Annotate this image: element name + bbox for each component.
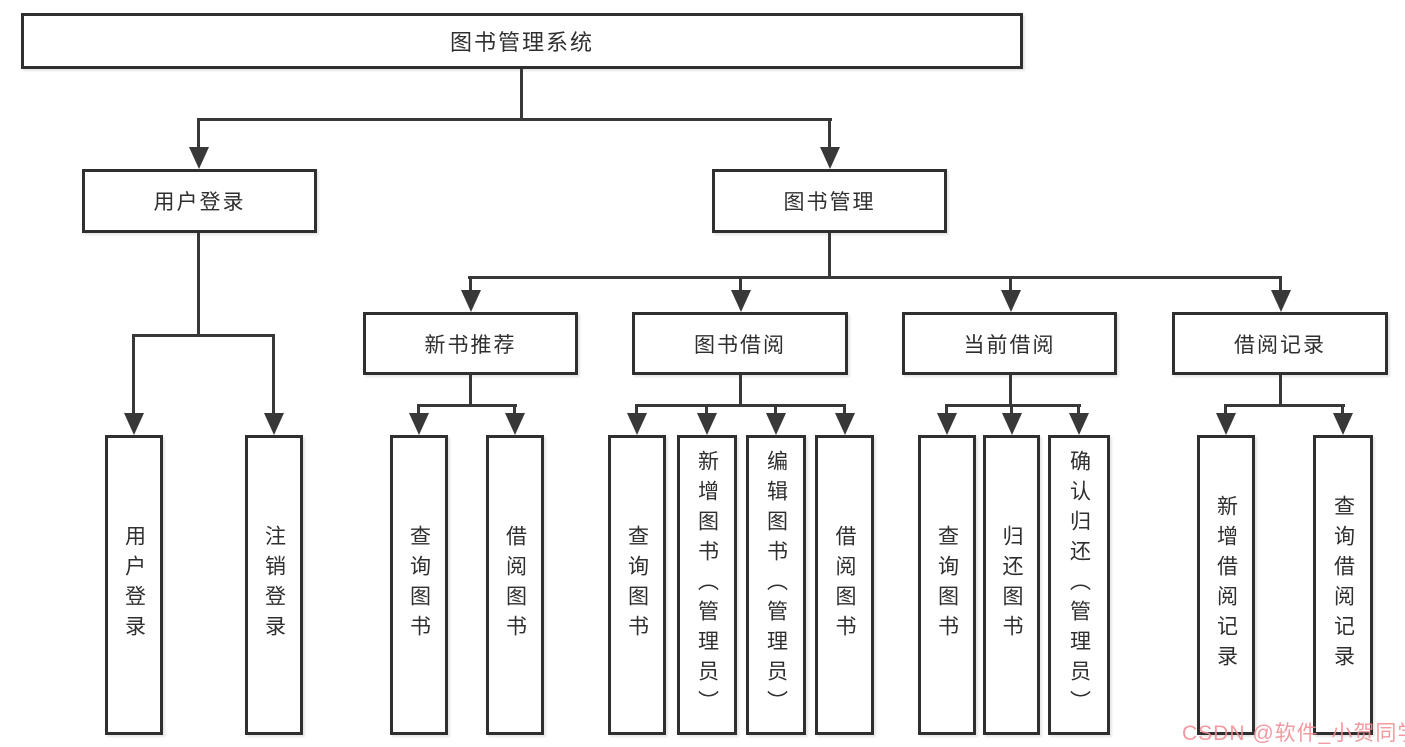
leaf-bb-add-books: 新增图书（管理员） [677, 435, 737, 735]
connector-drop-cb-return [1010, 405, 1013, 417]
node-new-book-recommend-label: 新书推荐 [424, 333, 517, 357]
connector-drop-new-book-recommend [469, 277, 472, 293]
leaf-br-query-record: 查询借阅记录 [1313, 435, 1373, 735]
connector-drop-book-borrowing [739, 277, 742, 293]
node-user-login: 用户登录 [82, 169, 317, 233]
leaf-bb-query-books-label: 查询图书 [625, 525, 649, 645]
connector-level3-branch [468, 276, 1282, 279]
arrowhead-br-query [1333, 413, 1353, 435]
arrowhead-user-login [189, 147, 209, 169]
node-book-management: 图书管理 [712, 169, 947, 233]
connector-drop-bb-add [705, 405, 708, 417]
leaf-cb-query-books: 查询图书 [918, 435, 976, 735]
connector-drop-bb-query [635, 405, 638, 417]
node-borrowing-records-label: 借阅记录 [1234, 333, 1326, 357]
leaf-bb-borrow-books-label: 借阅图书 [833, 525, 856, 645]
connector-nbr-stem [469, 375, 472, 406]
leaf-cb-query-books-label: 查询图书 [935, 525, 959, 645]
leaf-nbr-borrow-books: 借阅图书 [486, 435, 544, 735]
connector-cb-branch [945, 404, 1081, 407]
connector-drop-cb-confirm [1077, 405, 1080, 417]
leaf-nbr-query-books: 查询图书 [390, 435, 448, 735]
leaf-bb-edit-books: 编辑图书（管理员） [746, 435, 806, 735]
connector-drop-cb-query [945, 405, 948, 417]
connector-user-login-branch [132, 334, 275, 337]
node-current-borrowing: 当前借阅 [902, 312, 1117, 375]
connector-cb-stem [1009, 375, 1012, 406]
connector-user-login-stem [197, 233, 200, 336]
connector-drop-br-add [1224, 405, 1227, 417]
connector-nbr-branch [417, 404, 517, 407]
leaf-br-add-record: 新增借阅记录 [1197, 435, 1255, 735]
leaf-nbr-borrow-books-label: 借阅图书 [503, 525, 527, 645]
arrowhead-new-book-recommend [461, 290, 481, 312]
arrowhead-nbr-borrow [505, 413, 525, 435]
connector-level2-branch [197, 118, 832, 121]
arrowhead-leaf-user-login [124, 413, 144, 435]
connector-drop-book-management [828, 119, 831, 150]
connector-drop-br-query [1341, 405, 1344, 417]
leaf-nbr-query-books-label: 查询图书 [407, 525, 431, 645]
connector-root-stem [520, 69, 523, 119]
arrowhead-current-borrowing [1001, 290, 1021, 312]
arrowhead-bb-query [627, 413, 647, 435]
arrowhead-borrowing-records [1271, 290, 1291, 312]
node-root: 图书管理系统 [21, 13, 1023, 69]
arrowhead-cb-confirm [1069, 413, 1089, 435]
arrowhead-book-management [820, 147, 840, 169]
connector-bb-stem [739, 375, 742, 406]
arrowhead-book-borrowing [731, 290, 751, 312]
connector-bb-branch [635, 404, 846, 407]
arrowhead-bb-borrow [835, 413, 855, 435]
leaf-cb-return-books: 归还图书 [983, 435, 1040, 735]
leaf-bb-add-books-label: 新增图书（管理员） [695, 450, 719, 720]
connector-drop-nbr-borrow [513, 405, 516, 417]
arrowhead-cb-query [937, 413, 957, 435]
connector-drop-user-login [197, 119, 200, 150]
node-book-borrowing-label: 图书借阅 [694, 333, 786, 357]
leaf-br-query-record-label: 查询借阅记录 [1331, 495, 1355, 675]
leaf-user-login-label: 用户登录 [122, 525, 146, 645]
connector-drop-bb-edit [774, 405, 777, 417]
leaf-logout: 注销登录 [245, 435, 303, 735]
arrowhead-leaf-logout [264, 413, 284, 435]
leaf-logout-label: 注销登录 [262, 525, 286, 645]
leaf-br-add-record-label: 新增借阅记录 [1214, 495, 1238, 675]
connector-drop-bb-borrow [843, 405, 846, 417]
arrowhead-bb-edit [766, 413, 786, 435]
node-new-book-recommend: 新书推荐 [363, 312, 578, 375]
leaf-cb-confirm-return-label: 确认归还（管理员） [1067, 450, 1091, 720]
connector-book-management-stem [828, 233, 831, 278]
connector-drop-leaf-user-login [132, 335, 135, 415]
leaf-user-login: 用户登录 [105, 435, 163, 735]
leaf-cb-confirm-return: 确认归还（管理员） [1048, 435, 1110, 735]
node-user-login-label: 用户登录 [153, 191, 246, 214]
leaf-bb-borrow-books: 借阅图书 [815, 435, 874, 735]
node-borrowing-records: 借阅记录 [1172, 312, 1388, 375]
connector-drop-current-borrowing [1009, 277, 1012, 293]
connector-br-stem [1279, 375, 1282, 406]
connector-drop-leaf-logout [272, 335, 275, 415]
node-current-borrowing-label: 当前借阅 [963, 333, 1056, 357]
leaf-bb-query-books: 查询图书 [608, 435, 666, 735]
connector-drop-borrowing-records [1279, 277, 1282, 293]
connector-drop-nbr-query [417, 405, 420, 417]
node-root-label: 图书管理系统 [449, 30, 594, 55]
arrowhead-nbr-query [409, 413, 429, 435]
leaf-bb-edit-books-label: 编辑图书（管理员） [764, 450, 788, 720]
arrowhead-bb-add [697, 413, 717, 435]
node-book-borrowing: 图书借阅 [632, 312, 848, 375]
arrowhead-cb-return [1002, 413, 1022, 435]
connector-br-branch [1224, 404, 1345, 407]
node-book-management-label: 图书管理 [783, 191, 876, 214]
csdn-watermark: CSDN @软件_小贺同学 [1182, 722, 1405, 745]
leaf-cb-return-books-label: 归还图书 [1000, 525, 1023, 645]
arrowhead-br-add [1216, 413, 1236, 435]
